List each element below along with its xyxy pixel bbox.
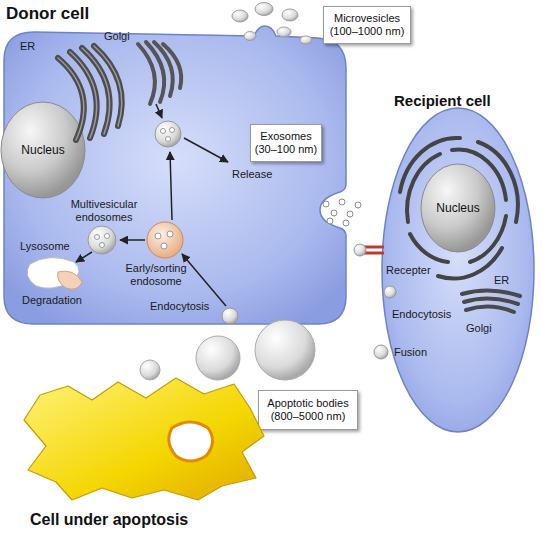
- pathway-arrow: [184, 138, 228, 162]
- er-highlight: [70, 52, 97, 138]
- callout-box: Microvesicles (100–1000 nm): [323, 6, 411, 44]
- callout-box: Exosomes (30–100 nm): [250, 124, 322, 162]
- golgi-stack: [462, 290, 520, 296]
- golgi-stack: [462, 290, 520, 312]
- lysosome-content: [58, 271, 82, 289]
- er-membrane: [400, 138, 518, 279]
- intraluminal-vesicle: [167, 231, 173, 237]
- er-membrane: [407, 154, 440, 222]
- endocytic-vesicle: [384, 286, 396, 298]
- nucleus-label: Nucleus: [420, 162, 496, 254]
- apoptotic-body: [140, 360, 160, 380]
- golgi-stack: [146, 42, 164, 102]
- exosome: [323, 199, 361, 226]
- microvesicle: [300, 36, 312, 44]
- golgi-stack: [154, 42, 173, 96]
- receptor-symbol: [360, 246, 384, 249]
- exosome: [347, 211, 353, 217]
- pathway-arrow: [76, 252, 92, 262]
- er-membrane: [94, 46, 122, 126]
- secretory-vesicle: [155, 121, 181, 147]
- er-highlight: [58, 46, 122, 140]
- exosome: [339, 199, 345, 205]
- er-highlight: [94, 46, 122, 126]
- fusing-vesicle: [374, 345, 388, 359]
- cell-heading: Recipient cell: [394, 92, 491, 110]
- nucleus-label: Nucleus: [0, 100, 86, 200]
- receptor-symbol: [360, 252, 384, 255]
- golgi-stack: [466, 306, 514, 312]
- er-membrane: [478, 142, 518, 222]
- exosome: [343, 220, 349, 226]
- nucleus: Nucleus: [0, 100, 86, 200]
- recipient-cell-outline: [372, 92, 542, 437]
- microvesicle: [282, 9, 298, 21]
- size-callout: Exosomes (30–100 nm): [251, 125, 321, 161]
- intraluminal-vesicle: [100, 243, 105, 248]
- exosome: [355, 202, 361, 208]
- lysosome: [27, 257, 79, 288]
- intraluminal-vesicle: [161, 129, 166, 134]
- microvesicle: [232, 10, 248, 22]
- size-callout: Apoptotic bodies (800–5000 nm): [259, 391, 357, 429]
- pathway-arrow: [156, 104, 162, 118]
- intraluminal-vesicle: [95, 235, 100, 240]
- er-highlight: [82, 48, 110, 134]
- intraluminal-vesicle: [155, 233, 161, 239]
- exosome: [323, 201, 329, 207]
- er-membrane: [82, 48, 110, 134]
- donor-cell: Donor cellNucleus: [0, 0, 352, 330]
- intraluminal-vesicle: [170, 128, 175, 133]
- intraluminal-vesicle: [166, 137, 171, 142]
- cell-membrane: [382, 108, 534, 432]
- golgi-stack: [138, 42, 181, 104]
- microvesicle: [244, 32, 256, 41]
- microvesicle: [277, 27, 291, 37]
- er-membrane: [58, 58, 84, 140]
- pathway-arrow: [182, 254, 226, 306]
- er-membrane: [58, 46, 122, 140]
- er-highlight: [58, 58, 84, 140]
- cell-membrane: [24, 378, 264, 500]
- nucleus: Nucleus: [420, 162, 496, 254]
- golgi-stack: [138, 44, 155, 104]
- microvesicle: [232, 3, 312, 45]
- early-endosome: [147, 222, 183, 258]
- multivesicular-endosome: [88, 226, 116, 254]
- apoptotic-body: [255, 320, 315, 380]
- cell-heading: Cell under apoptosis: [30, 510, 188, 529]
- bound-vesicle: [354, 244, 366, 256]
- apoptotic-body: [196, 336, 240, 380]
- pathway-arrow: [120, 239, 145, 241]
- er-membrane: [438, 248, 502, 279]
- recipient-cell: Recipient cellNucleus: [372, 92, 542, 437]
- apoptotic-cell: Cell under apoptosis: [20, 370, 270, 540]
- er-membrane: [410, 234, 448, 262]
- microvesicle: [255, 3, 273, 16]
- golgi-stack: [163, 44, 181, 88]
- er-membrane: [470, 216, 506, 262]
- er-membrane: [400, 138, 460, 192]
- er-membrane: [452, 149, 506, 200]
- er-membrane: [70, 52, 97, 138]
- fragmented-nucleus: [169, 422, 213, 461]
- endocytic-vesicle: [222, 308, 238, 324]
- cell-heading: Donor cell: [6, 4, 89, 24]
- exosome: [327, 218, 333, 224]
- intraluminal-vesicle: [105, 234, 110, 239]
- intraluminal-vesicle: [161, 243, 167, 249]
- exosome: [331, 210, 337, 216]
- size-callout: Microvesicles (100–1000 nm): [324, 7, 410, 43]
- golgi-stack: [464, 298, 518, 304]
- callout-box: Apoptotic bodies (800–5000 nm): [258, 390, 358, 430]
- pathway-arrow: [170, 152, 172, 220]
